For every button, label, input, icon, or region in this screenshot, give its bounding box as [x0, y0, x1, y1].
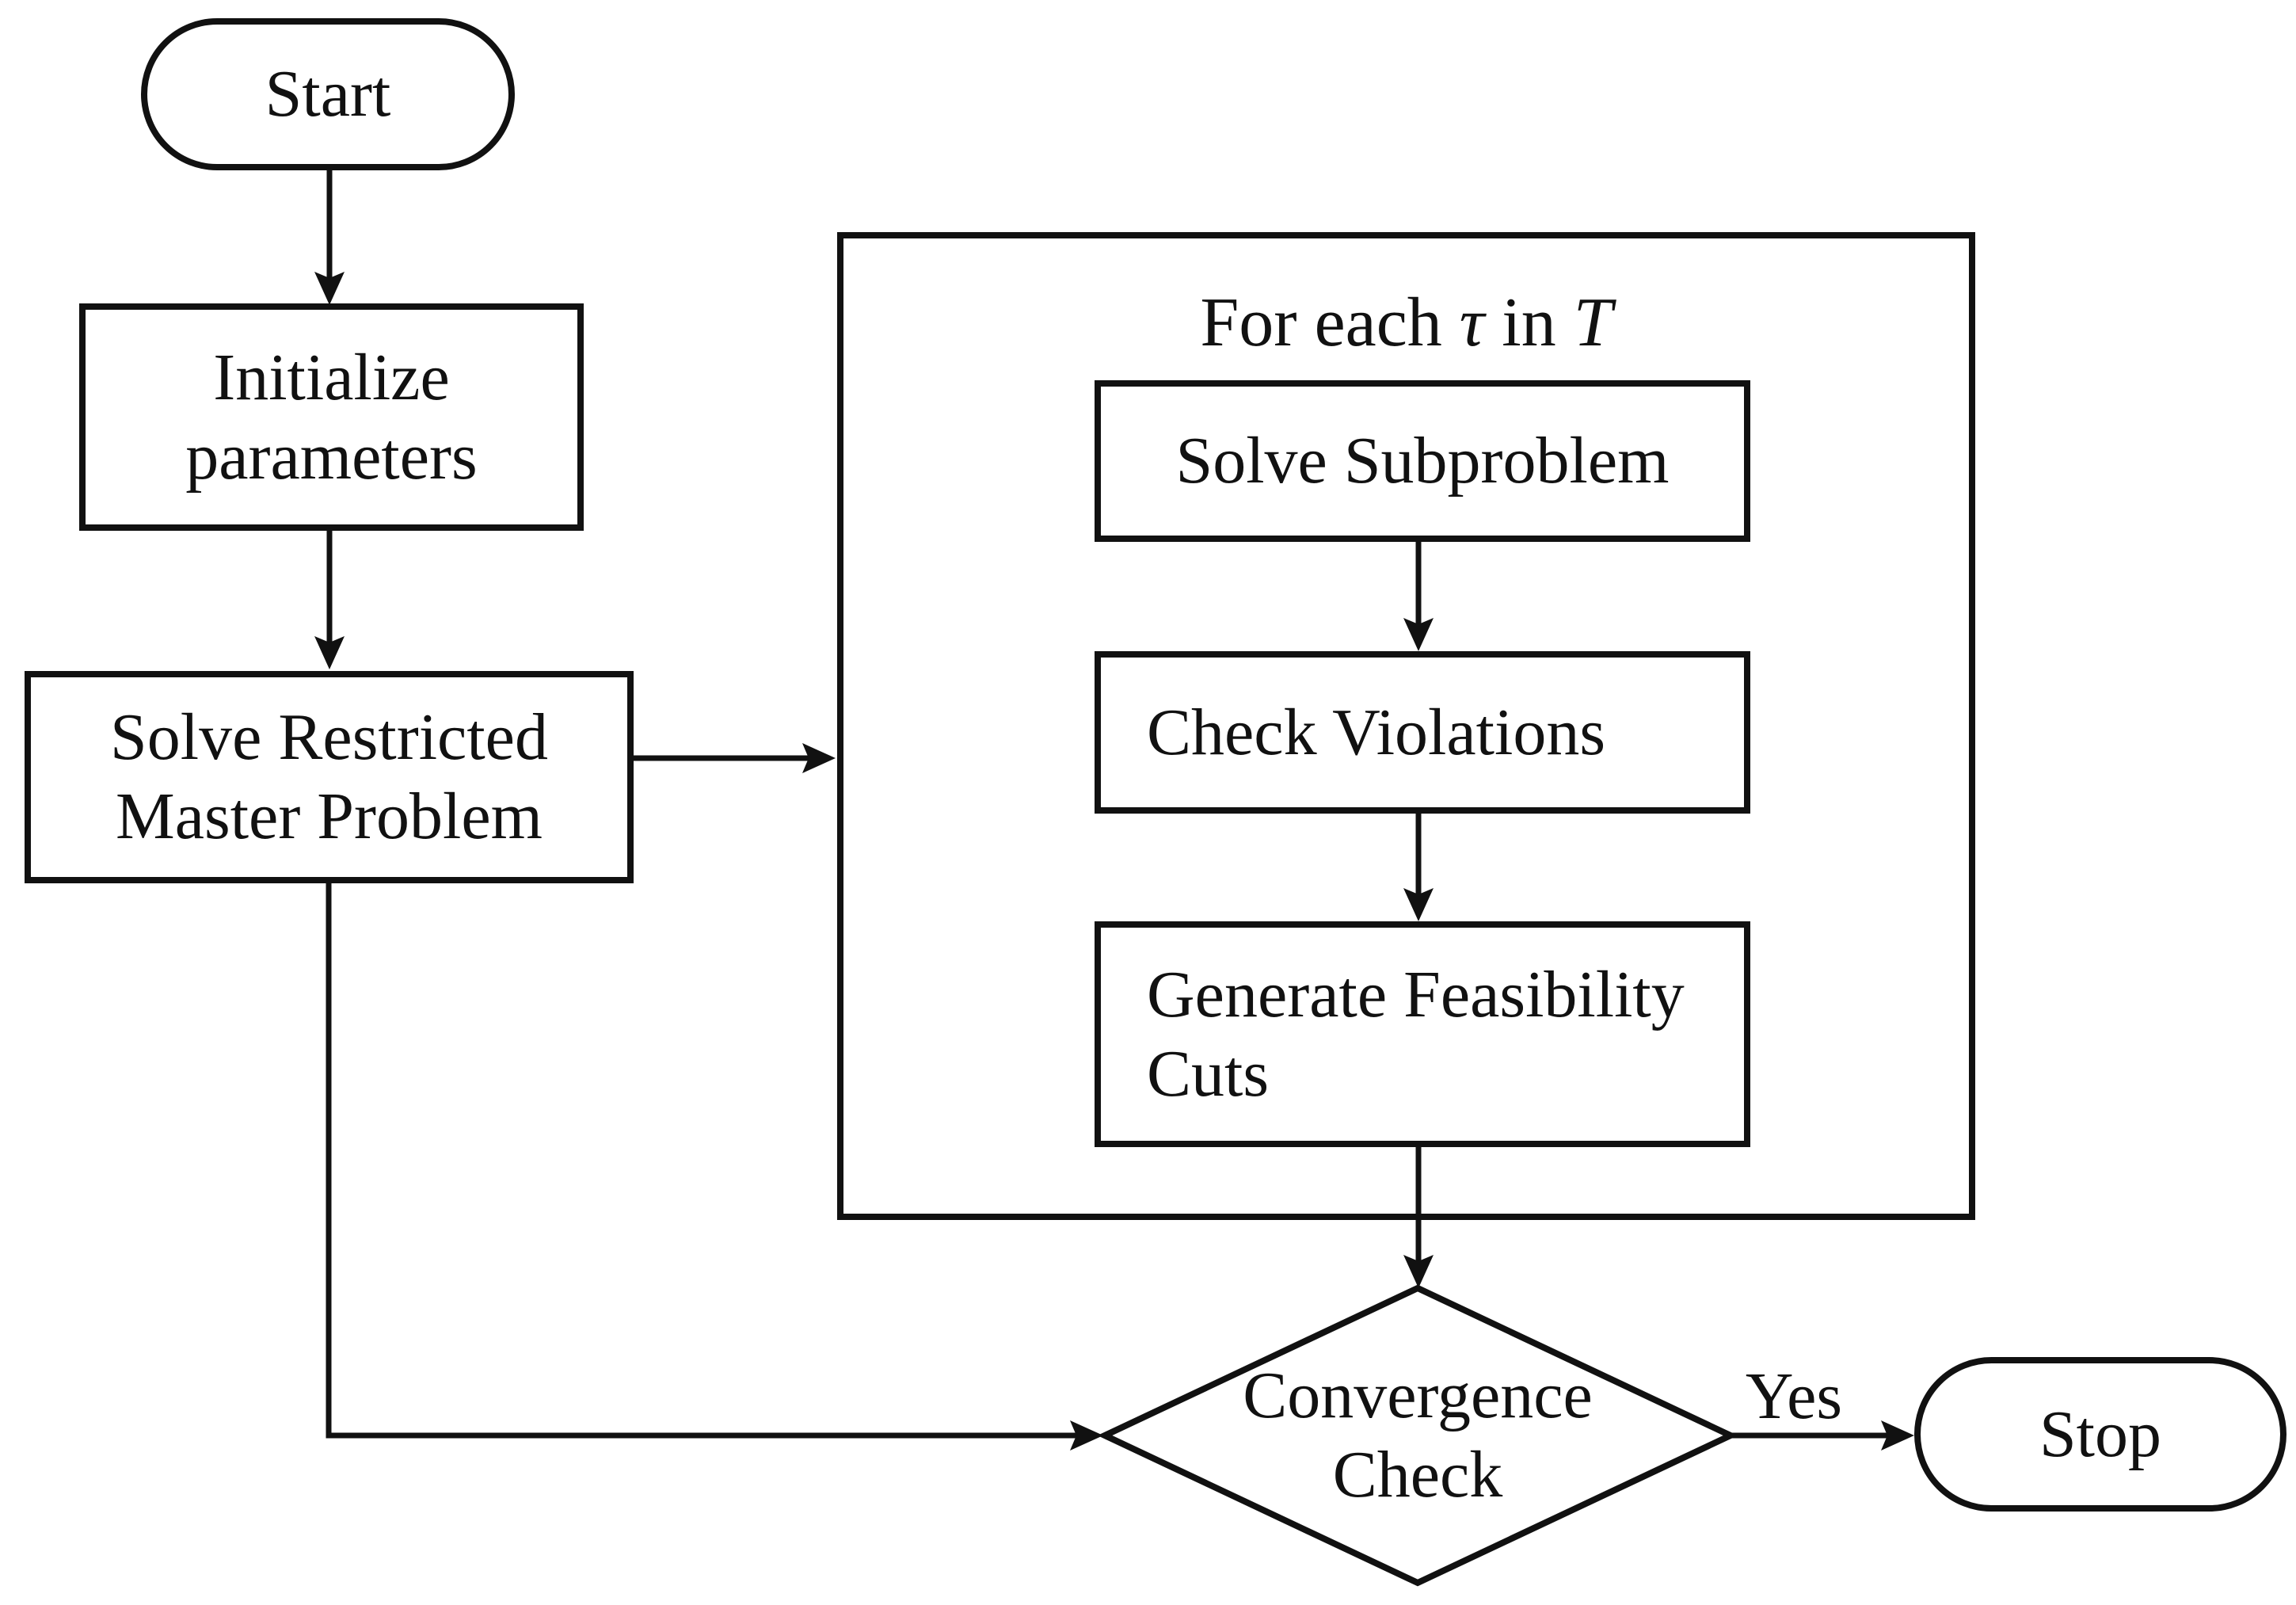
node-label-line: Solve Restricted — [110, 700, 548, 774]
loop-title-set-symbol: T — [1573, 284, 1613, 361]
edge-label-text: Yes — [1745, 1359, 1843, 1433]
node-solve-subproblem: Solve Subproblem — [1095, 380, 1750, 542]
node-start: Start — [141, 18, 515, 170]
node-label-line: Initialize — [213, 340, 450, 414]
node-check-violations: Check Violations — [1095, 651, 1750, 814]
node-convergence-check-label: Convergence Check — [1180, 1356, 1655, 1515]
arrow-start-to-initialize — [314, 170, 345, 305]
node-stop: Stop — [1914, 1357, 2286, 1512]
loop-title: For each τ in T — [837, 277, 1975, 368]
arrow-master-to-loop — [631, 743, 836, 773]
node-initialize-parameters: Initialize parameters — [79, 303, 584, 531]
node-label-line: Solve Subproblem — [1175, 424, 1670, 498]
node-label-line: Check Violations — [1147, 695, 1606, 769]
node-label-line: Check — [1332, 1438, 1503, 1512]
loop-title-text: For each — [1200, 284, 1460, 361]
node-generate-feasibility-cuts: Generate Feasibility Cuts — [1095, 921, 1750, 1147]
node-label-line: Convergence — [1243, 1359, 1593, 1432]
node-start-label: Start — [265, 57, 391, 131]
node-label-line: Cuts — [1147, 1036, 1270, 1111]
node-label-line: parameters — [185, 419, 478, 494]
edge-label-yes: Yes — [1727, 1359, 1861, 1434]
node-label-line: Generate Feasibility — [1147, 957, 1685, 1031]
arrow-initialize-to-master — [314, 531, 345, 669]
node-solve-restricted-master-problem: Solve Restricted Master Problem — [25, 671, 634, 883]
loop-title-text: in — [1484, 284, 1574, 361]
node-stop-label: Stop — [2039, 1397, 2162, 1471]
node-label-line: Master Problem — [116, 780, 543, 853]
loop-title-tau-symbol: τ — [1459, 284, 1485, 361]
